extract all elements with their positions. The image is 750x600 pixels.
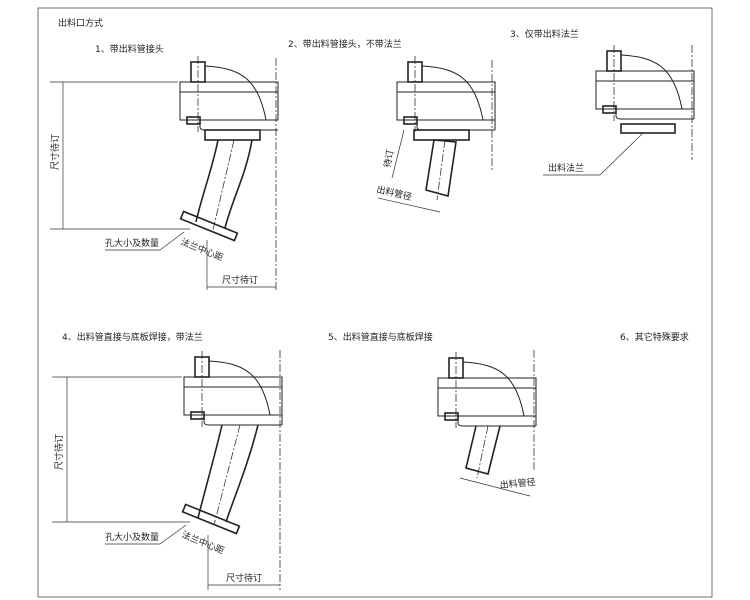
- option-2-drawing: 2、带出料管接头，不带法兰 待订 出料管径: [288, 38, 496, 213]
- pipe-diameter-2: 出料管径: [375, 183, 413, 203]
- option-6-label: 6、其它特殊要求: [620, 331, 689, 343]
- option-3-drawing: 3、仅带出料法兰 出料法兰: [510, 28, 695, 176]
- offset-dim-4: 尺寸待订: [226, 572, 262, 584]
- option-1-drawing: 1、带出料管接头 尺寸待订 尺寸待订 孔大小及数量 法兰中心距: [49, 43, 279, 290]
- flange-distance-4: 法兰中心距: [180, 529, 226, 557]
- height-dim-1: 尺寸待订: [49, 134, 61, 170]
- option-5-drawing: 5、出料管直接与底板焊接 出料管径: [328, 331, 537, 497]
- offset-dim-1: 尺寸待订: [222, 274, 258, 286]
- option-4-label: 4、出料管直接与底板焊接，带法兰: [62, 331, 203, 343]
- hole-note-1: 孔大小及数量: [105, 237, 159, 249]
- option-4-drawing: 4、出料管直接与底板焊接，带法兰 尺寸待订 尺寸待订 孔大小及数量 法兰中心距: [52, 331, 283, 590]
- pipe-diameter-5: 出料管径: [499, 476, 536, 491]
- sheet-title: 出料口方式: [58, 17, 103, 29]
- option-3-label: 3、仅带出料法兰: [510, 28, 579, 40]
- sheet-border: [37, 7, 713, 598]
- flange-distance-1: 法兰中心距: [179, 236, 225, 264]
- height-dim-4: 尺寸待订: [53, 434, 65, 470]
- option-5-label: 5、出料管直接与底板焊接: [328, 331, 433, 343]
- flange-note-3: 出料法兰: [548, 162, 584, 174]
- option-1-label: 1、带出料管接头: [95, 43, 164, 55]
- option-2-label: 2、带出料管接头，不带法兰: [288, 38, 402, 50]
- hole-note-4: 孔大小及数量: [105, 531, 159, 543]
- length-dim-2: 待订: [381, 149, 396, 169]
